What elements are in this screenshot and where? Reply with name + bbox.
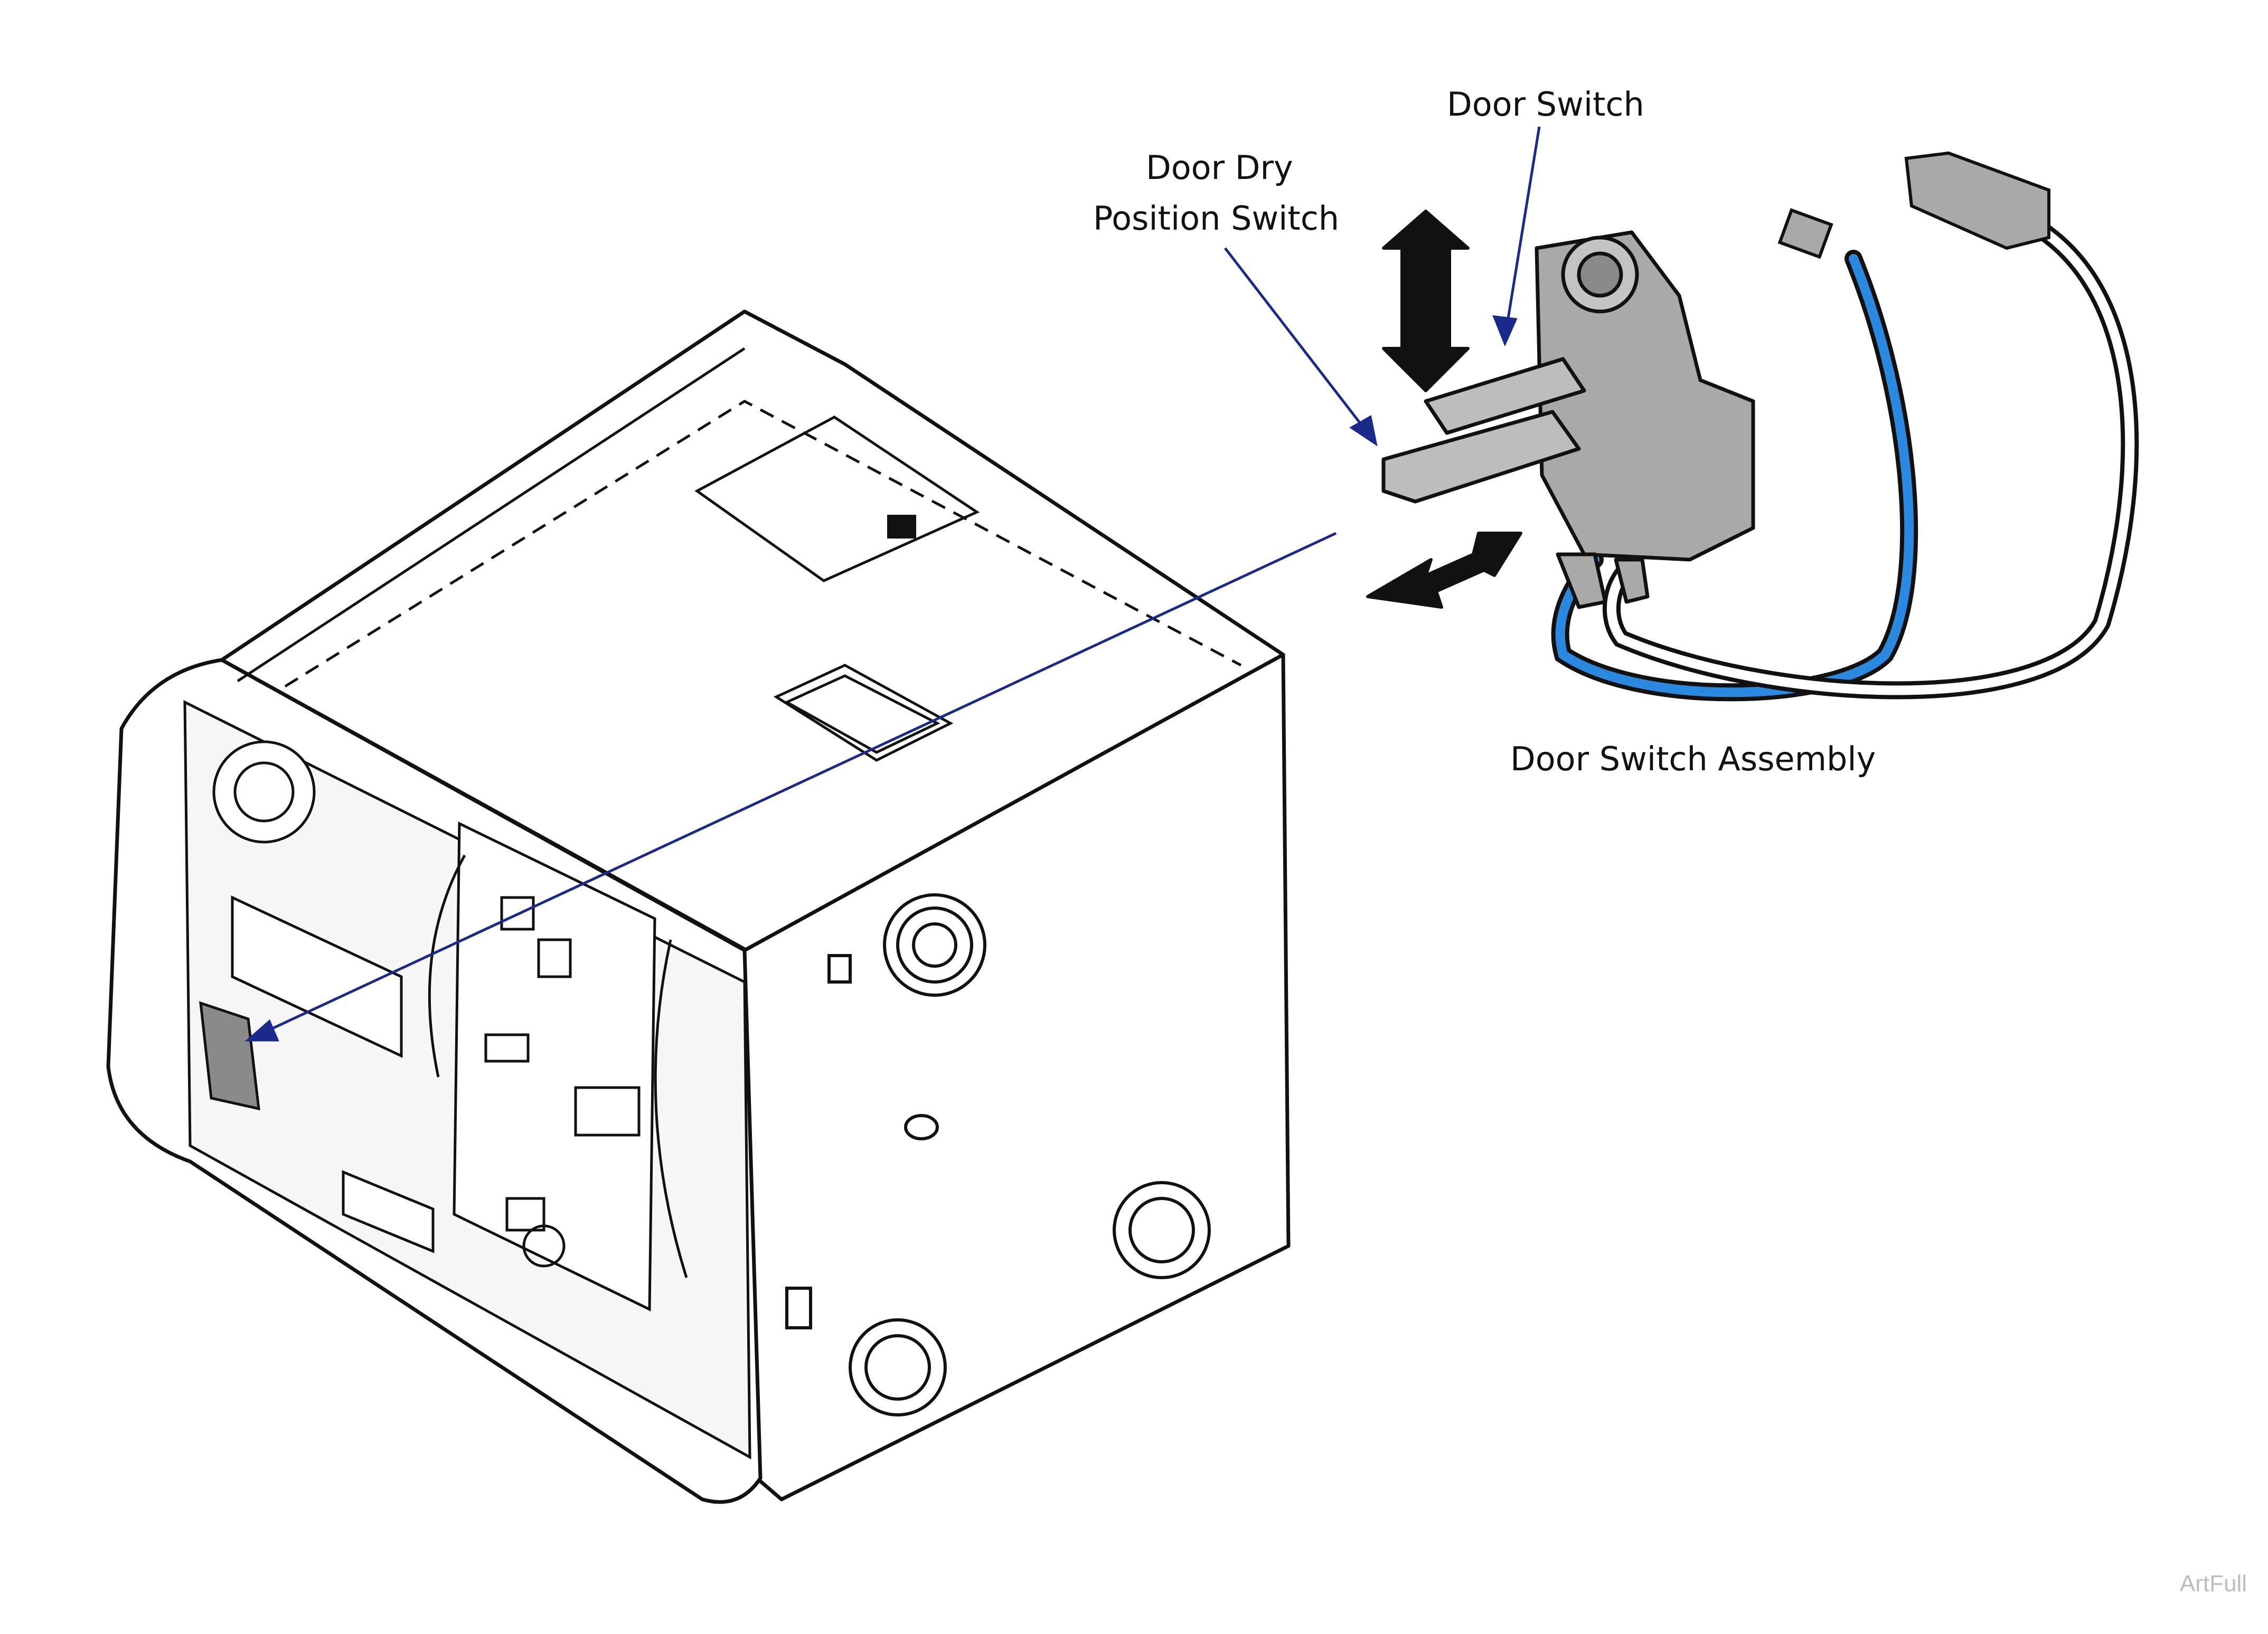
footer-watermark: ArtFull	[2179, 1571, 2247, 1597]
switch-body	[1381, 230, 1755, 609]
door-dry-label-line1: Door Dry	[1146, 148, 1293, 187]
wire-harness	[1551, 213, 2139, 702]
cabinet-side-features	[785, 893, 1211, 1416]
door-switch-assembly	[1366, 151, 2139, 702]
motion-arrows	[1366, 210, 1522, 609]
door-switch-leader	[1503, 126, 1541, 338]
leader-lines	[244, 126, 1541, 1042]
door-switch-label: Door Switch	[1447, 85, 1644, 124]
cabinet-details	[237, 347, 1242, 762]
cabinet-interior	[183, 700, 751, 1460]
location-leader	[258, 532, 1337, 1036]
door-dry-label-line2: Position Switch	[1093, 199, 1340, 238]
wire-connectors	[1777, 151, 2050, 259]
assembly-label: Door Switch Assembly	[1510, 740, 1876, 778]
door-dry-leader	[1224, 247, 1369, 434]
